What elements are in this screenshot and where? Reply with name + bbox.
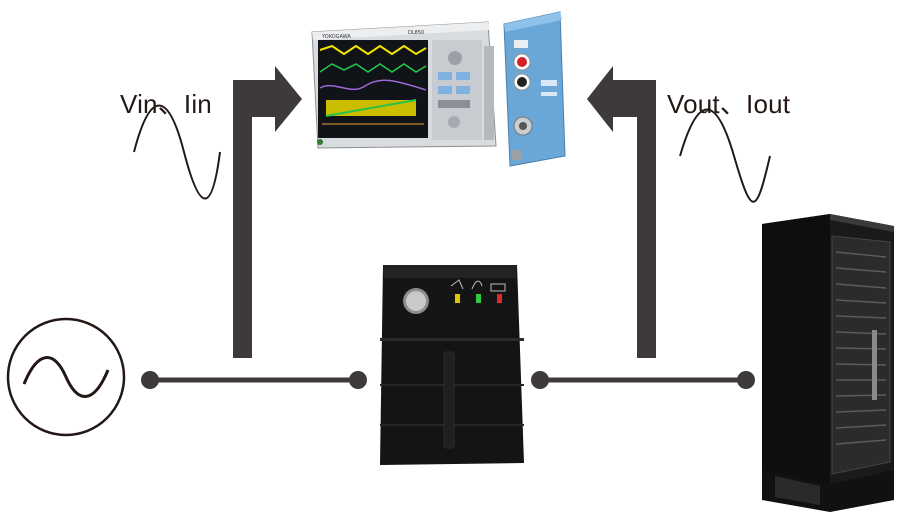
output-line-dot-left <box>531 371 549 389</box>
output-line-dot-right <box>737 371 755 389</box>
input-sine-wave-icon <box>133 104 221 200</box>
scope-recorder-icon: YOKOGAWA DL850 <box>311 21 497 149</box>
output-sine-wave-icon <box>679 108 771 203</box>
svg-text:YOKOGAWA: YOKOGAWA <box>321 34 351 40</box>
input-voltage-current-label: Vin、Iin <box>120 89 212 119</box>
output-measure-arrow <box>587 66 656 358</box>
measurement-module-icon <box>503 11 566 167</box>
ac-source-icon <box>6 317 126 437</box>
server-rack-icon <box>762 214 894 512</box>
input-measure-arrow <box>233 66 302 358</box>
ups-device-icon <box>380 265 524 465</box>
output-voltage-current-label: Vout、Iout <box>667 89 791 119</box>
input-line-dot-right <box>349 371 367 389</box>
input-line-dot-left <box>141 371 159 389</box>
power-lines <box>141 371 755 389</box>
svg-text:DL850: DL850 <box>408 30 424 36</box>
